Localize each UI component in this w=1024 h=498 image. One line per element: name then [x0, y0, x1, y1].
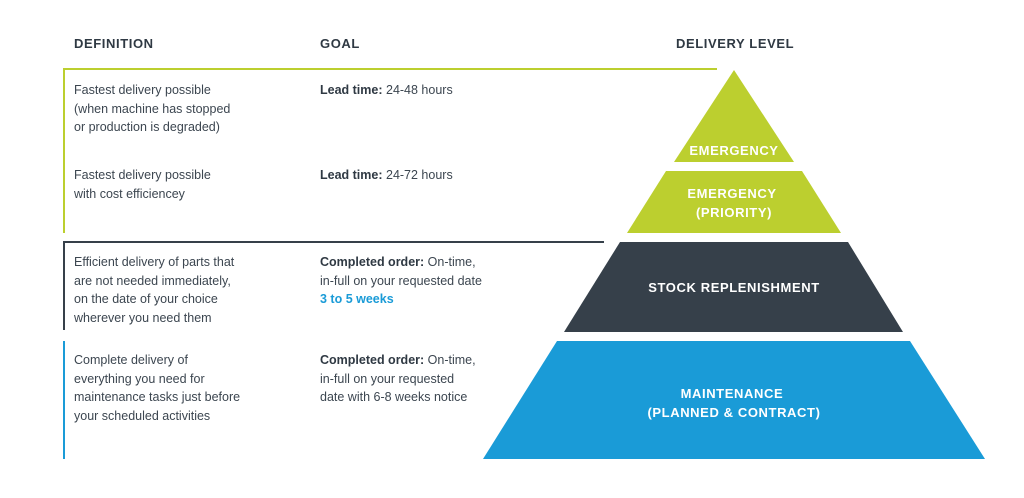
row-1-goal: Lead time: 24-48 hours: [320, 83, 453, 97]
level-emergency-priority-label: EMERGENCY (PRIORITY): [687, 186, 780, 220]
level-emergency-shape: [674, 70, 794, 162]
level-maintenance-shape: [483, 341, 985, 459]
level-emergency-priority-shape: [627, 171, 841, 233]
row-4-definition: Complete delivery of everything you need…: [74, 353, 241, 423]
row-3-goal-accent: 3 to 5 weeks: [320, 292, 394, 306]
goal-header: GOAL: [320, 36, 360, 51]
row-3-goal: Completed order: On-time, in-full on you…: [320, 255, 482, 306]
level-emergency-label: EMERGENCY: [689, 143, 778, 158]
stock-bracket-top: [63, 241, 604, 243]
level-stock-replenishment-shape: [564, 242, 903, 332]
row-2-definition: Fastest delivery possible with cost effi…: [74, 168, 211, 201]
row-4-goal: Completed order: On-time, in-full on you…: [320, 353, 476, 404]
emergency-bracket-side: [63, 68, 65, 233]
maintenance-bracket-side: [63, 341, 65, 459]
level-stock-replenishment-label: STOCK REPLENISHMENT: [648, 280, 820, 295]
level-maintenance-label: MAINTENANCE (PLANNED & CONTRACT): [647, 386, 820, 420]
row-3-definition: Efficient delivery of parts that are not…: [74, 255, 235, 325]
emergency-bracket-top: [63, 68, 717, 70]
definition-header: DEFINITION: [74, 36, 154, 51]
delivery-level-header: DELIVERY LEVEL: [676, 36, 795, 51]
stock-bracket-side: [63, 241, 65, 330]
row-1-definition: Fastest delivery possible (when machine …: [74, 83, 231, 134]
row-2-goal: Lead time: 24-72 hours: [320, 168, 453, 182]
